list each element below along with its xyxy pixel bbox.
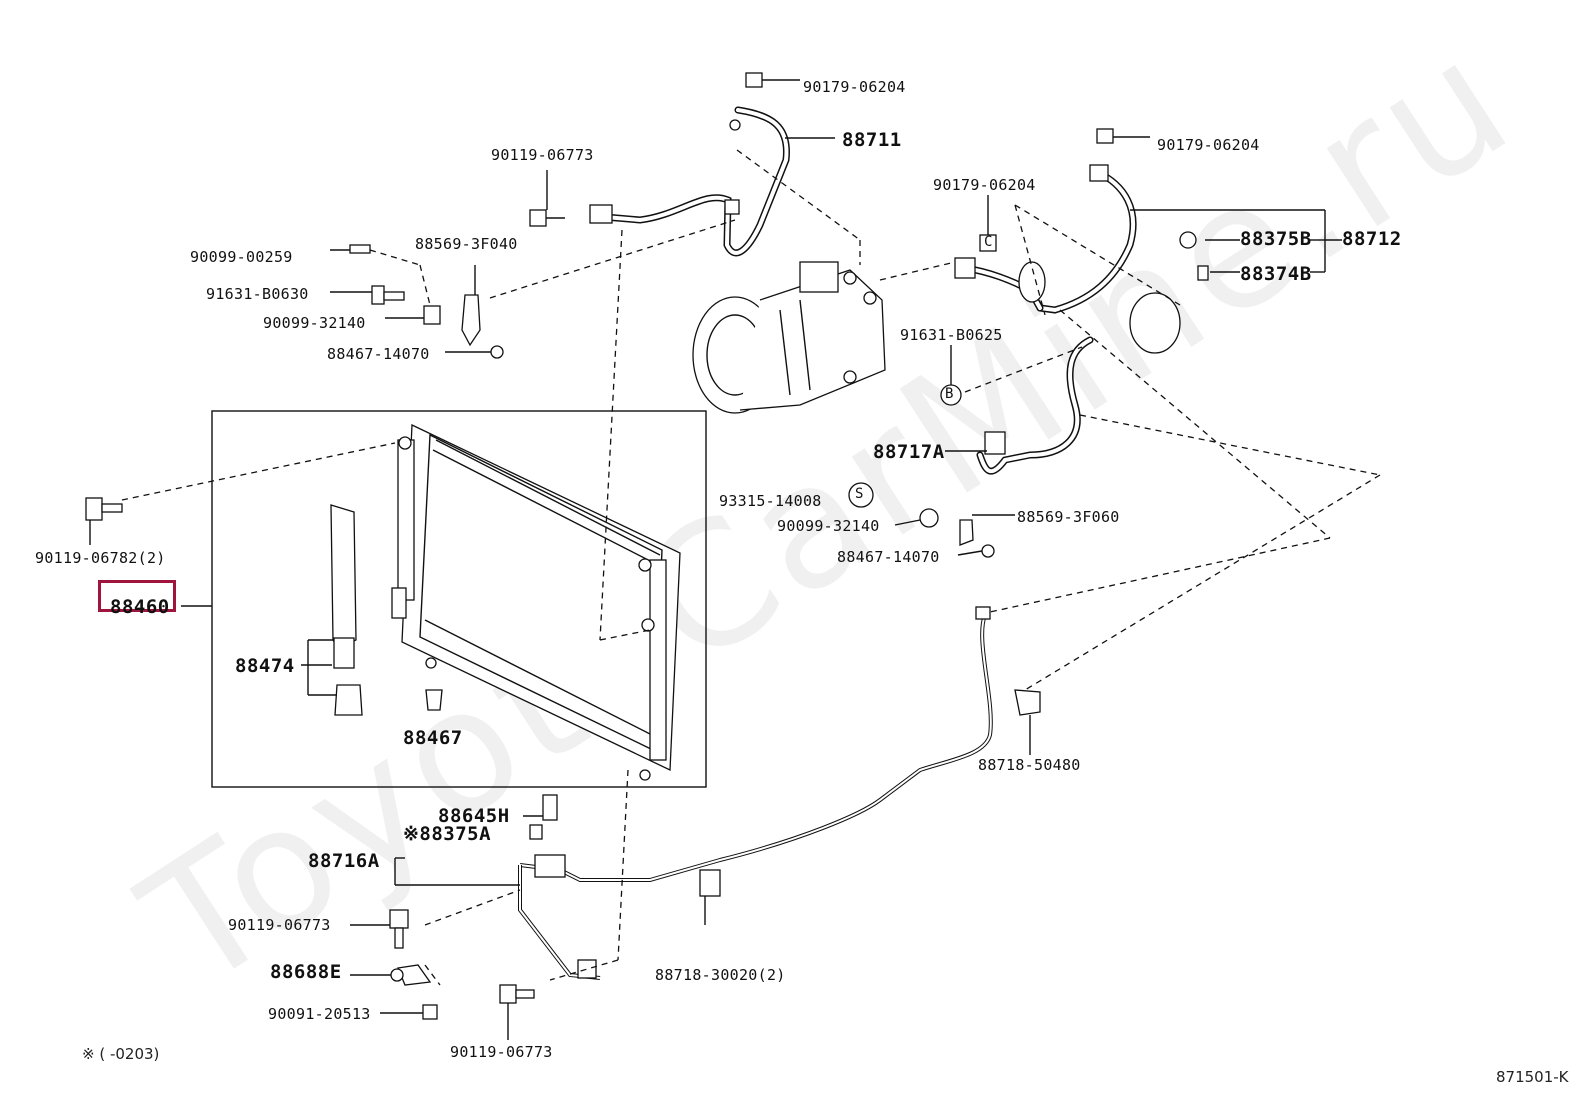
part-label-90179-06204-top[interactable]: 90179-06204	[803, 78, 906, 96]
part-label-88375A[interactable]: ※88375A	[403, 823, 492, 845]
footnote: ※ ( -0203)	[82, 1045, 160, 1063]
highlighted-part-box	[98, 580, 176, 612]
part-label-90099-00259[interactable]: 90099-00259	[190, 248, 293, 266]
part-label-90119-06773-top[interactable]: 90119-06773	[491, 146, 594, 164]
part-label-88460[interactable]: 88460	[110, 596, 170, 618]
part-label-88467-14070-right[interactable]: 88467-14070	[837, 548, 940, 566]
part-label-88717A[interactable]: 88717A	[873, 441, 945, 463]
marker-c: C	[984, 234, 993, 250]
part-label-88374B[interactable]: 88374B	[1240, 263, 1312, 285]
part-label-88718-50480[interactable]: 88718-50480	[978, 756, 1081, 774]
part-label-88569-3F040[interactable]: 88569-3F040	[415, 235, 518, 253]
part-label-90099-32140-right[interactable]: 90099-32140	[777, 517, 880, 535]
clamp-88718-30020	[699, 869, 721, 897]
part-label-90119-06773-left[interactable]: 90119-06773	[228, 916, 331, 934]
part-label-90119-06782[interactable]: 90119-06782(2)	[35, 549, 166, 567]
part-label-88645H[interactable]: 88645H	[438, 805, 510, 827]
dashed-leaders	[121, 149, 1381, 986]
condenser-core	[391, 423, 681, 781]
compressor	[692, 261, 886, 414]
part-label-90091-20513[interactable]: 90091-20513	[268, 1005, 371, 1023]
part-label-88711[interactable]: 88711	[842, 129, 902, 151]
part-label-88712[interactable]: 88712	[1342, 228, 1402, 250]
bracket-88569-3F040	[461, 294, 481, 347]
part-label-88718-30020[interactable]: 88718-30020(2)	[655, 966, 786, 984]
part-label-88474[interactable]: 88474	[235, 655, 295, 677]
receiver-dryer	[301, 504, 363, 716]
part-label-88467-14070-left[interactable]: 88467-14070	[327, 345, 430, 363]
diagram-code: 871501-K	[1496, 1068, 1569, 1086]
marker-b: B	[945, 386, 954, 402]
part-label-88467[interactable]: 88467	[403, 727, 463, 749]
bracket-88569-3F060	[959, 519, 974, 546]
marker-s: S	[855, 486, 864, 502]
part-label-88688E[interactable]: 88688E	[270, 961, 342, 983]
fasteners	[85, 72, 1150, 1040]
part-label-91631-B0630[interactable]: 91631-B0630	[206, 285, 309, 303]
part-label-88569-3F060[interactable]: 88569-3F060	[1017, 508, 1120, 526]
part-label-90099-32140-left[interactable]: 90099-32140	[263, 314, 366, 332]
part-label-91631-B0625[interactable]: 91631-B0625	[900, 326, 1003, 344]
part-label-90119-06773-bottom[interactable]: 90119-06773	[450, 1043, 553, 1061]
bracket-88688E	[397, 964, 432, 986]
part-label-88375B[interactable]: 88375B	[1240, 228, 1312, 250]
part-label-90179-06204-mid[interactable]: 90179-06204	[933, 176, 1036, 194]
condenser-assembly-frame	[211, 410, 707, 788]
clamp-88718-50480	[1014, 689, 1041, 716]
part-label-93315-14008[interactable]: 93315-14008	[719, 492, 822, 510]
part-label-88716A[interactable]: 88716A	[308, 850, 380, 872]
condenser-plug	[425, 689, 443, 711]
part-label-90179-06204-right[interactable]: 90179-06204	[1157, 136, 1260, 154]
